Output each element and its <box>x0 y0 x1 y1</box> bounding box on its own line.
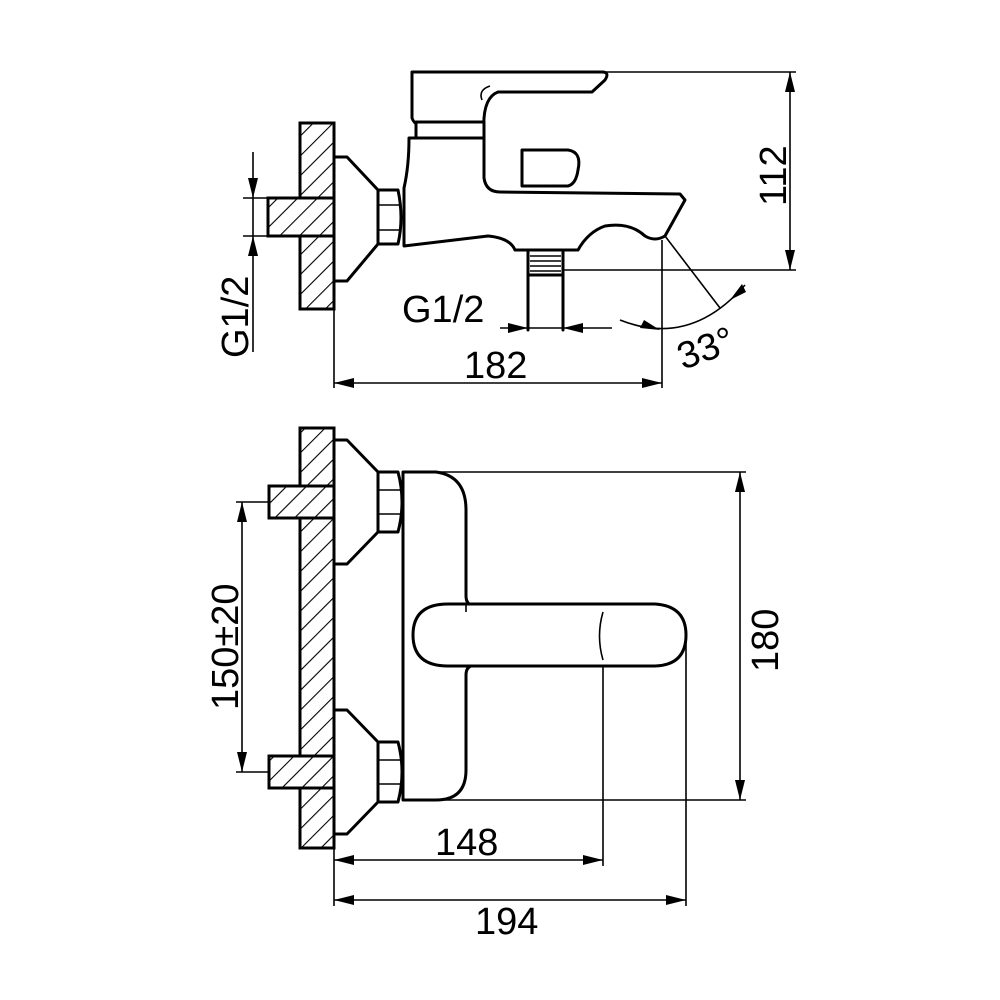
dim-148-arrow-left <box>334 855 354 865</box>
dim-194-arrow-right <box>666 895 686 905</box>
side-inlet-pipe <box>266 196 336 238</box>
top-lever-inner <box>598 611 604 661</box>
dim-112-arrow-top <box>785 72 795 92</box>
side-hex-nut <box>376 188 403 246</box>
top-view-dimensions: 150±20 180 148 194 <box>205 471 787 943</box>
top-inlet-pipe-lower <box>267 754 336 790</box>
dim-148-label: 148 <box>435 822 498 864</box>
dim-194-arrow-left <box>334 895 354 905</box>
angle-arrow-right <box>730 284 746 300</box>
dim-112-arrow-bottom <box>785 250 795 270</box>
dim-182-label: 182 <box>464 345 527 387</box>
dim-180-arrow-bottom <box>735 780 745 800</box>
side-diverter-knob <box>520 148 581 188</box>
g12-horizontal-label: G1/2 <box>402 289 484 331</box>
top-escutcheon-lower <box>332 708 380 836</box>
top-hex-nut-upper <box>376 470 404 534</box>
g12-horiz-arrow-right <box>563 323 583 333</box>
side-lever-detail <box>480 85 491 101</box>
dim-33-label: 33° <box>672 319 740 378</box>
dim-112-label: 112 <box>753 145 795 206</box>
dim-180-label: 180 <box>745 609 787 672</box>
top-view <box>267 426 688 850</box>
top-inlet-pipe-upper <box>267 484 336 520</box>
dim-182-arrow-right <box>642 378 662 388</box>
dim-194-label: 194 <box>475 901 538 943</box>
g12-horiz-arrow-left <box>508 323 528 333</box>
angle-arrow-left <box>640 320 660 330</box>
dim-182-arrow-left <box>334 378 354 388</box>
side-outlet-thread <box>530 255 561 272</box>
dim-150-arrow-top <box>237 502 247 522</box>
g12-vert-arrow-top <box>248 178 258 198</box>
side-faucet-body <box>402 136 687 252</box>
side-escutcheon <box>332 155 380 283</box>
side-cartridge-cap <box>414 120 486 140</box>
dim-180-arrow-top <box>735 472 745 492</box>
side-outlet-pipe <box>526 273 565 332</box>
g12-vert-arrow-bottom <box>248 236 258 256</box>
top-lever-oval <box>411 602 688 668</box>
top-escutcheon-upper <box>332 438 380 566</box>
g12-vertical-label: G1/2 <box>215 276 257 358</box>
top-hex-nut-lower <box>376 740 404 804</box>
dim-148-arrow-right <box>583 855 603 865</box>
side-view-dimensions: G1/2 G1/2 112 182 33° <box>215 71 796 388</box>
dim-150-label: 150±20 <box>205 583 247 710</box>
dim-150-arrow-bottom <box>237 752 247 772</box>
